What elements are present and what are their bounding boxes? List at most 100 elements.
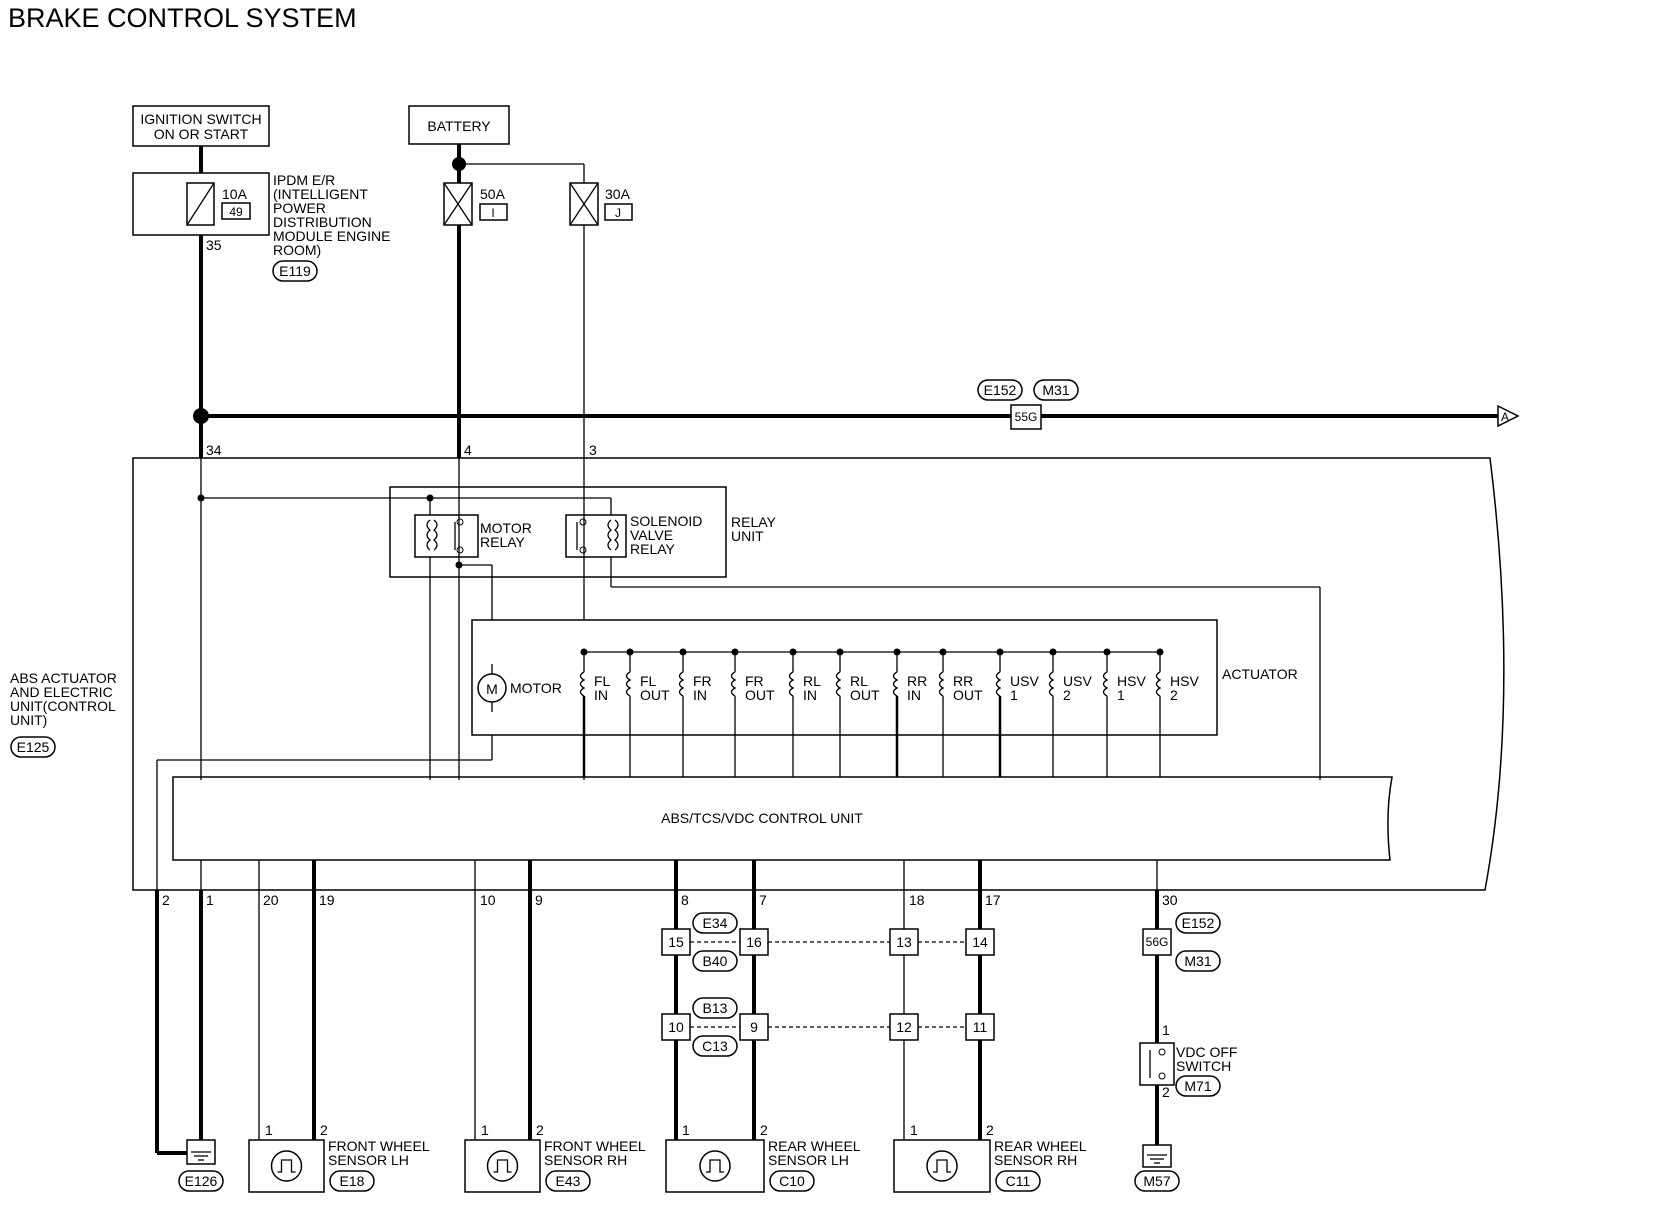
- relay-unit-label-2: UNIT: [731, 528, 764, 544]
- ground-m57-icon: [1142, 1144, 1172, 1168]
- sensor-pin-2: 2: [760, 1122, 768, 1138]
- valve-label-1: USV: [1063, 673, 1092, 689]
- motor-relay-label-2: RELAY: [480, 534, 526, 550]
- pin-20: 20: [263, 892, 279, 908]
- valve-label-1: HSV: [1117, 673, 1146, 689]
- junction-connectors: 15 16 13 14 E34 B40 10 9 12 11 B13 C13: [661, 912, 995, 1057]
- sensor-pulse-icon: [926, 1150, 958, 1182]
- arrow-a-label: A: [1501, 410, 1509, 424]
- motor-icon: [477, 673, 507, 703]
- vdc-switch-symbol: [1139, 1042, 1175, 1086]
- conn-e152-top: E152: [984, 382, 1017, 398]
- bottom-wiring: [155, 860, 1159, 1155]
- valve-label-2: OUT: [640, 687, 670, 703]
- sensor-pin-2: 2: [986, 1122, 994, 1138]
- abs-label-2: AND ELECTRIC: [10, 684, 113, 700]
- motor-relay-label-1: MOTOR: [480, 520, 532, 536]
- conn-b13: B13: [703, 1000, 728, 1016]
- ignition-switch-box: IGNITION SWITCH ON OR START: [132, 105, 270, 147]
- sensor-connector: E43: [556, 1173, 581, 1189]
- valve-label-1: RL: [850, 673, 868, 689]
- pin-4: 4: [464, 442, 472, 458]
- sensor-connector: C11: [1006, 1173, 1031, 1189]
- motor-symbol: M: [486, 681, 498, 697]
- sensor-label-2: SENSOR RH: [994, 1152, 1077, 1168]
- valve-label-1: FR: [745, 673, 764, 689]
- battery-box: BATTERY: [408, 105, 510, 145]
- valve-label-2: IN: [907, 687, 921, 703]
- ipdm-fuse-no: 49: [229, 205, 243, 219]
- sensor-pin-1: 1: [481, 1122, 489, 1138]
- ground-m57: M57: [1143, 1173, 1170, 1189]
- abs-unit-label: ABS ACTUATOR AND ELECTRIC UNIT(CONTROL U…: [10, 670, 117, 758]
- junction-12: 12: [896, 1019, 912, 1035]
- abs-label-1: ABS ACTUATOR: [10, 670, 117, 686]
- pin-17: 17: [985, 892, 1001, 908]
- arrow-a-icon: [1497, 404, 1520, 428]
- vdc-off-switch: E152 56G M31 1 VDC OFF SWITCH M71 2 M57: [1134, 912, 1237, 1192]
- fuse-50a-id: I: [491, 206, 494, 220]
- sensor-label-1: REAR WHEEL: [994, 1138, 1087, 1154]
- ipdm-label-4: DISTRIBUTION: [273, 214, 372, 230]
- valve-coil-icon: [1102, 671, 1109, 697]
- valve-label-2: IN: [693, 687, 707, 703]
- ipdm-label-3: POWER: [273, 200, 326, 216]
- valve-coil-icon: [835, 671, 842, 697]
- fuse-30a-id: J: [615, 206, 621, 220]
- sol-relay-label-2: VALVE: [630, 527, 673, 543]
- junction-10: 10: [668, 1019, 684, 1035]
- valve-coil-icon: [625, 671, 632, 697]
- valve-label-2: IN: [594, 687, 608, 703]
- junction-15: 15: [668, 934, 684, 950]
- valve-label-2: OUT: [745, 687, 775, 703]
- page-title: BRAKE CONTROL SYSTEM: [8, 3, 357, 33]
- ipdm-module: 10A 49 IPDM E/R (INTELLIGENT POWER DISTR…: [132, 172, 390, 282]
- valve-label-1: FL: [640, 673, 657, 689]
- valve-coil-icon: [579, 671, 586, 697]
- sensor-pin-1: 1: [682, 1122, 690, 1138]
- valve-label-2: OUT: [953, 687, 983, 703]
- valve-label-2: 1: [1117, 687, 1125, 703]
- valve-label-1: FL: [594, 673, 611, 689]
- junction-14: 14: [972, 934, 988, 950]
- valve-coil-icon: [938, 671, 945, 697]
- ipdm-label-6: ROOM): [273, 242, 321, 258]
- pin-1: 1: [206, 892, 214, 908]
- motor-relay-symbol: [414, 514, 479, 558]
- pin-3: 3: [589, 442, 597, 458]
- valve-coil-icon: [730, 671, 737, 697]
- battery-splice: [452, 157, 466, 171]
- control-unit-label: ABS/TCS/VDC CONTROL UNIT: [661, 810, 863, 826]
- junction-9: 9: [750, 1019, 758, 1035]
- vdc-pin-1: 1: [1162, 1022, 1170, 1038]
- abs-label-3: UNIT(CONTROL: [10, 698, 116, 714]
- valve-label-1: RR: [953, 673, 973, 689]
- vdc-conn-e152: E152: [1182, 915, 1215, 931]
- fuse-50a: 50A I: [443, 182, 508, 226]
- relay-unit: MOTOR RELAY SOLENOID VALVE RELAY RELAY U…: [389, 486, 777, 578]
- ground-e126: E126: [178, 1139, 224, 1192]
- sensor-label-2: SENSOR RH: [544, 1152, 627, 1168]
- fuse-30a-amp: 30A: [605, 186, 631, 202]
- valve-coil-icon: [1048, 671, 1055, 697]
- vdc-conn-m31: M31: [1184, 953, 1211, 969]
- valve-label-2: OUT: [850, 687, 880, 703]
- vdc-pin-2: 2: [1162, 1084, 1170, 1100]
- abs-actuator-outline: [132, 457, 1505, 891]
- pin-19: 19: [319, 892, 335, 908]
- fuse-50a-amp: 50A: [480, 186, 506, 202]
- sensor-pulse-icon: [486, 1150, 519, 1182]
- sensor-label-2: SENSOR LH: [768, 1152, 849, 1168]
- sensor-connector: C10: [779, 1173, 805, 1189]
- actuator-valves: FLINFLOUTFRINFROUTRLINRLOUTRRINRROUTUSV1…: [579, 648, 1199, 777]
- valve-coil-icon: [892, 671, 899, 697]
- vdc-switch-connector: M71: [1184, 1078, 1211, 1094]
- terminal-55g: 55G: [1015, 410, 1038, 424]
- pin-7: 7: [759, 892, 767, 908]
- pin-30: 30: [1162, 892, 1178, 908]
- ipdm-label-1: IPDM E/R: [273, 172, 335, 188]
